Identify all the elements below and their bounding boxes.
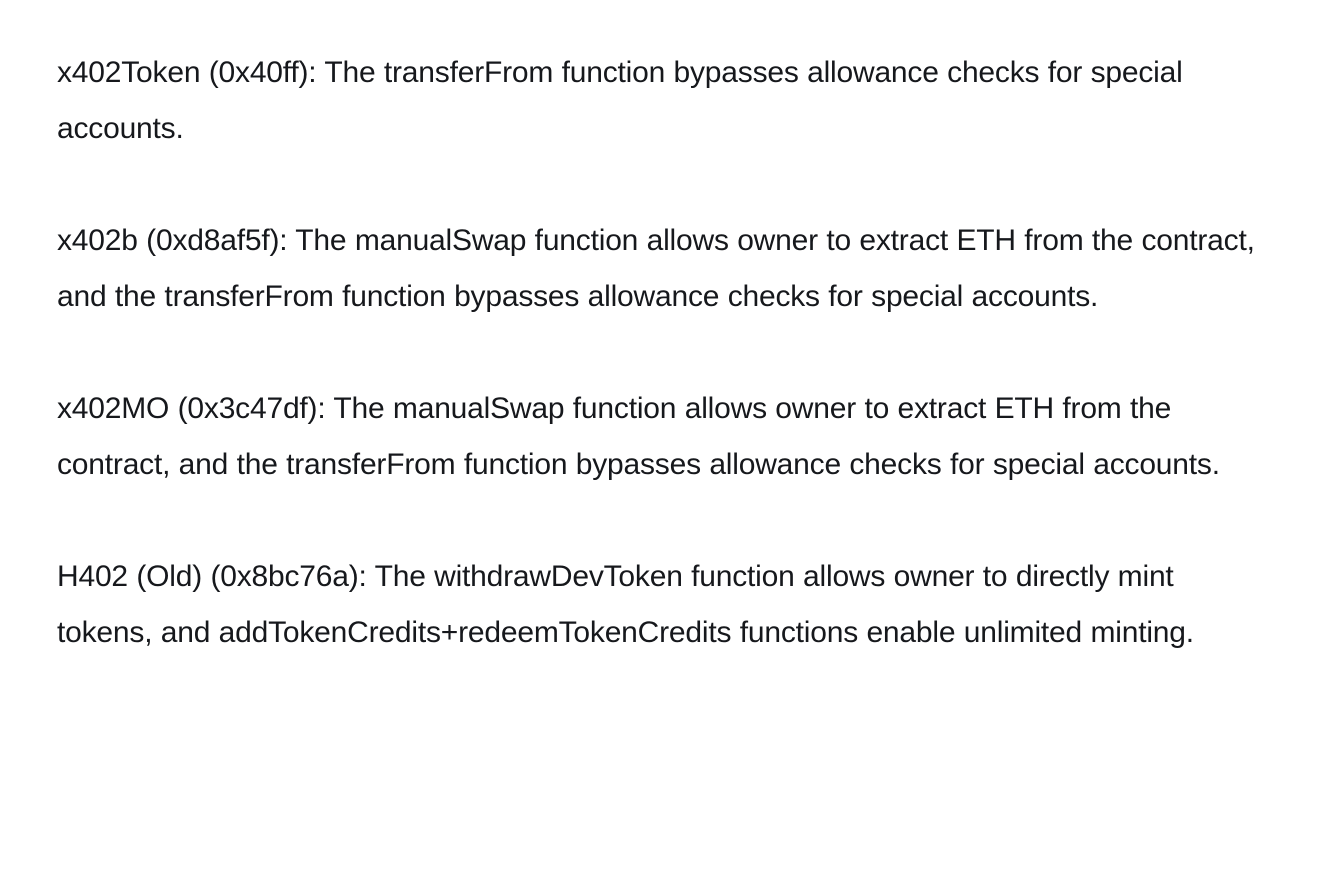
- finding-body: The manualSwap function allows owner to …: [57, 392, 1220, 481]
- finding-paragraph: H402 (Old) (0x8bc76a): The withdrawDevTo…: [57, 549, 1257, 661]
- finding-body: The transferFrom function bypasses allow…: [57, 56, 1183, 145]
- finding-paragraph: x402MO (0x3c47df): The manualSwap functi…: [57, 381, 1257, 493]
- finding-label: x402MO (0x3c47df):: [57, 392, 326, 425]
- finding-body: The withdrawDevToken function allows own…: [57, 560, 1194, 649]
- finding-label: x402b (0xd8af5f):: [57, 224, 288, 257]
- finding-label: x402Token (0x40ff):: [57, 56, 317, 89]
- finding-label: H402 (Old) (0x8bc76a):: [57, 560, 367, 593]
- findings-list: x402Token (0x40ff): The transferFrom fun…: [57, 45, 1258, 661]
- finding-paragraph: x402b (0xd8af5f): The manualSwap functio…: [57, 213, 1257, 325]
- finding-paragraph: x402Token (0x40ff): The transferFrom fun…: [57, 45, 1257, 157]
- finding-body: The manualSwap function allows owner to …: [57, 224, 1255, 313]
